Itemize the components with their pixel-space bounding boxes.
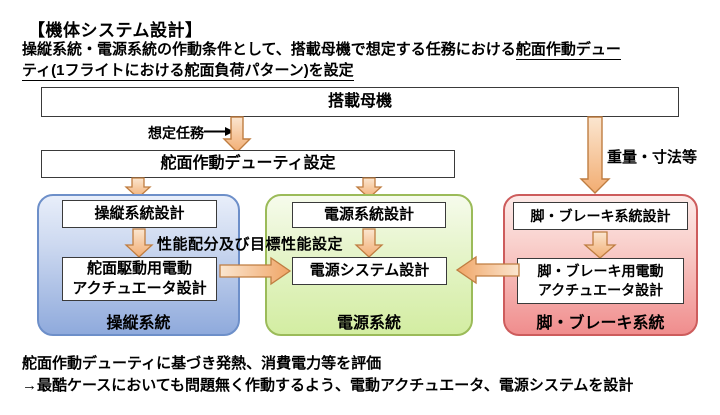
surface-actuator-design-box: 舵面駆動用電動 アクチュエータ設計 [62, 257, 217, 301]
mothership-label: 搭載母機 [327, 93, 392, 111]
arrow-duty-to-control-icon [124, 177, 152, 199]
footer-worst-case-note: →最酷ケースにおいても問題無く作動するよう、電動アクチュエータ、電源システムを設… [22, 377, 634, 394]
arrow-duty-to-power-icon [355, 177, 383, 199]
gear-actuator-design-label: 脚・ブレーキ用電動 アクチュエータ設計 [538, 262, 664, 300]
mothership-box: 搭載母機 [41, 87, 679, 117]
arrow-control-design-to-actuator-icon [124, 228, 154, 258]
arrow-gear-design-to-actuator-icon [583, 231, 617, 259]
gear-design-box: 脚・ブレーキ系統設計 [513, 202, 688, 230]
control-design-label: 操縦系統設計 [94, 204, 185, 222]
surface-actuator-line2: アクチュエータ設計 [72, 280, 207, 297]
arrow-gear-actuator-to-power-system-icon [455, 255, 520, 285]
power-design-label: 電源系統設計 [323, 205, 414, 223]
control-design-box: 操縦系統設計 [62, 200, 217, 228]
arrow-actuator-to-power-system-icon [219, 256, 292, 286]
footer-evaluation-note: 舵面作動デューティに基づき発熱、消費電力等を評価 [22, 355, 382, 372]
weight-dims-label: 重量・寸法等 [607, 149, 698, 166]
power-design-box: 電源系統設計 [292, 202, 446, 228]
duty-setting-box: 舵面作動デューティ設定 [41, 150, 455, 178]
intro-plain: 操縦系統・電源系統の作動条件として、搭載母機で想定する任務における [22, 41, 516, 58]
intro-underline-part2: ティ(1フライトにおける舵面負荷パターン)を設定 [22, 62, 354, 81]
power-panel-label: 電源系統 [336, 315, 401, 332]
assumed-mission-label: 想定任務 [148, 125, 204, 141]
gear-actuator-line2: アクチュエータ設計 [537, 282, 664, 298]
duty-setting-label: 舵面作動デューティ設定 [160, 155, 336, 173]
gear-design-label: 脚・ブレーキ系統設計 [530, 207, 671, 224]
black-right-arrow-icon [204, 127, 234, 136]
gear-actuator-design-box: 脚・ブレーキ用電動 アクチュエータ設計 [517, 258, 684, 304]
power-system-design-label: 電源システム設計 [309, 261, 430, 279]
arrow-power-design-to-system-icon [354, 228, 384, 258]
surface-actuator-line1: 舵面駆動用電動 [86, 259, 192, 277]
gear-actuator-line1: 脚・ブレーキ用電動 [537, 263, 664, 280]
performance-allocation-label: 性能配分及び目標性能設定 [157, 236, 344, 253]
intro-text: 操縦系統・電源系統の作動条件として、搭載母機で想定する任務における舵面作動デュー… [22, 39, 714, 81]
arrow-mothership-to-duty-icon [222, 116, 252, 153]
gear-panel-label: 脚・ブレーキ系統 [536, 315, 665, 332]
surface-actuator-design-label: 舵面駆動用電動 アクチュエータ設計 [72, 259, 206, 300]
arrow-mothership-to-gear-icon [579, 116, 611, 194]
page-title: 【機体システム設計】 [28, 21, 203, 40]
intro-underline-part1: 舵面作動デュー [515, 41, 621, 60]
power-system-design-box: 電源システム設計 [292, 257, 447, 285]
control-panel-label: 操縦系統 [106, 315, 171, 332]
